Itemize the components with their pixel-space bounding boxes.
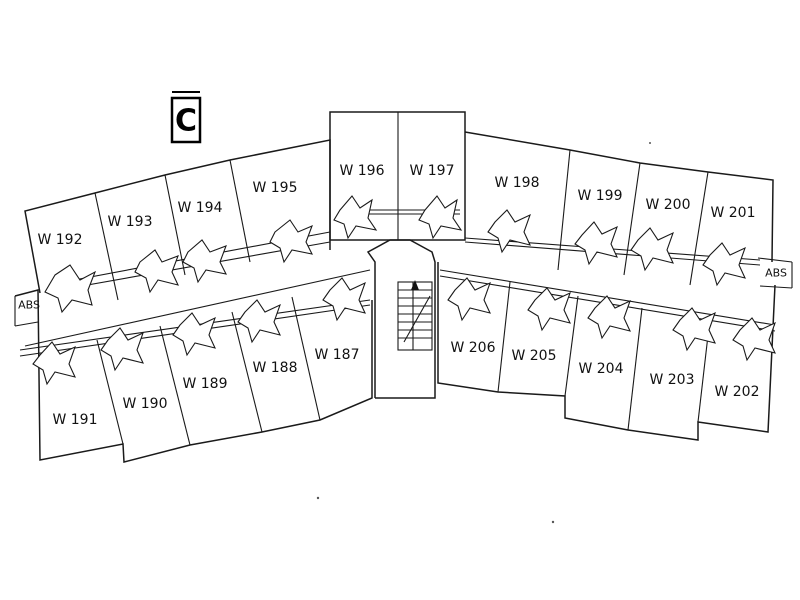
abs-label-left: ABS — [18, 299, 40, 312]
door-symbol — [32, 341, 76, 386]
door-symbol — [447, 277, 491, 322]
block-marker: C — [170, 91, 202, 144]
door-symbol — [269, 219, 313, 264]
room-label-w202: W 202 — [714, 384, 759, 400]
speck — [551, 520, 555, 524]
room-label-w196: W 196 — [339, 163, 384, 179]
door-symbol — [487, 209, 531, 254]
room-label-w206: W 206 — [450, 340, 495, 356]
speck — [649, 142, 651, 144]
door-symbol — [702, 242, 746, 287]
room-label-w193: W 193 — [107, 214, 152, 230]
room-label-w203: W 203 — [649, 372, 694, 388]
room-label-w194: W 194 — [177, 200, 222, 216]
block-marker-label: C — [175, 104, 197, 139]
door-symbol — [100, 327, 144, 372]
room-label-w205: W 205 — [511, 348, 556, 364]
room-label-w195: W 195 — [252, 180, 297, 196]
door-symbol — [587, 295, 631, 340]
door-symbols — [32, 195, 776, 386]
door-symbol — [527, 287, 571, 332]
door-symbol — [44, 264, 97, 314]
door-symbol — [182, 239, 227, 284]
room-label-w204: W 204 — [578, 361, 623, 377]
door-symbol — [418, 195, 463, 240]
door-symbol — [172, 312, 216, 357]
room-label-w198: W 198 — [494, 175, 539, 191]
room-label-w201: W 201 — [710, 205, 755, 221]
door-symbol — [333, 195, 378, 240]
stair-core — [366, 239, 436, 399]
abs-label-right: ABS — [765, 267, 787, 280]
room-label-w187: W 187 — [314, 347, 359, 363]
room-label-w191: W 191 — [52, 412, 97, 428]
room-label-w189: W 189 — [182, 376, 227, 392]
door-symbol — [732, 317, 776, 362]
door-symbol — [134, 249, 179, 294]
room-label-w200: W 200 — [645, 197, 690, 213]
door-symbol — [237, 299, 281, 344]
door-symbol — [574, 221, 618, 266]
door-symbol — [672, 307, 716, 352]
room-label-w192: W 192 — [37, 232, 82, 248]
room-label-w199: W 199 — [577, 188, 622, 204]
room-label-w190: W 190 — [122, 396, 167, 412]
door-symbol — [630, 227, 674, 272]
room-label-w188: W 188 — [252, 360, 297, 376]
door-symbol — [322, 277, 366, 322]
speck — [316, 496, 320, 500]
room-label-w197: W 197 — [409, 163, 454, 179]
room-labels: W 192 W 193 W 194 W 195 W 196 W 197 W 19… — [18, 163, 787, 428]
